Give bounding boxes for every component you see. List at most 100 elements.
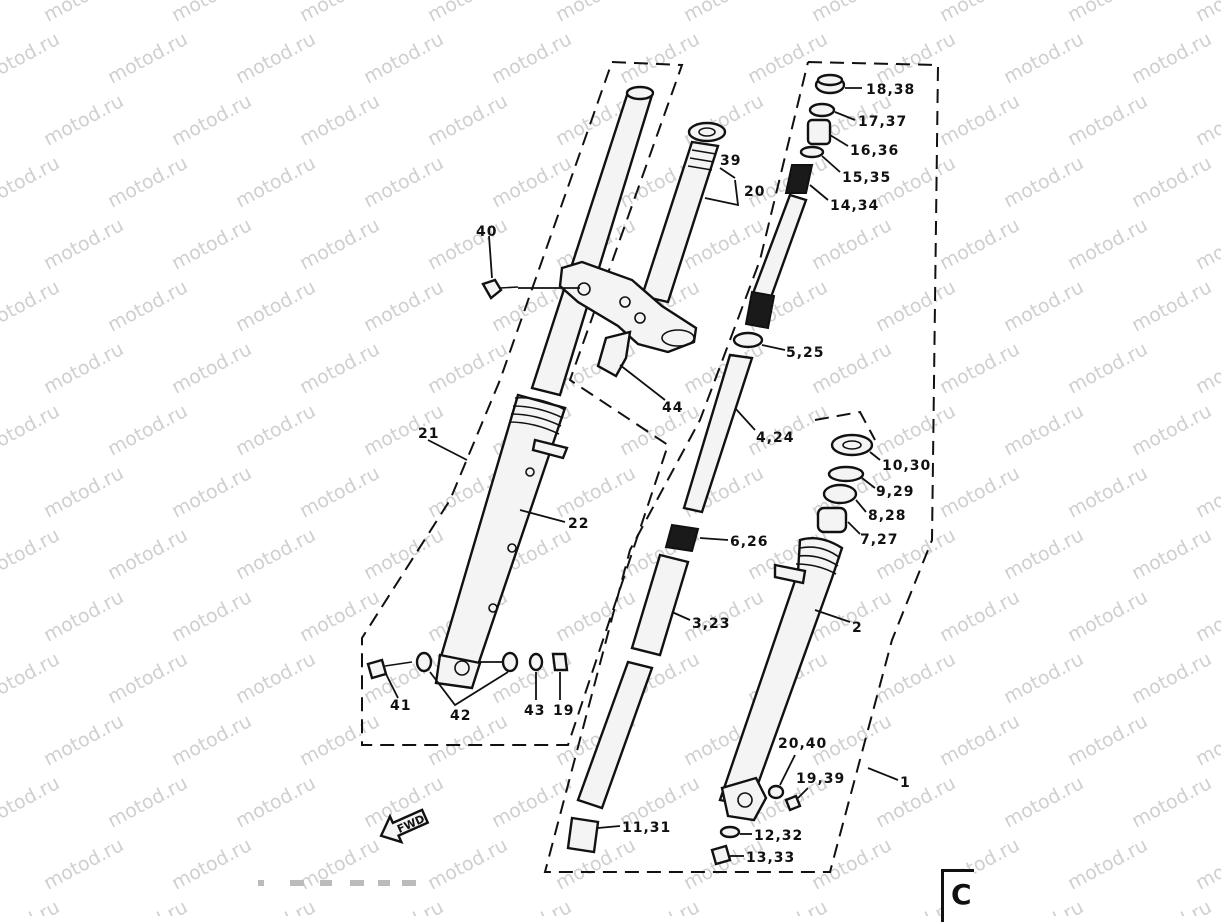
- watermark-text: motod.ru: [552, 586, 639, 646]
- label-20: 20: [744, 184, 765, 200]
- watermark-text: motod.ru: [1192, 462, 1221, 522]
- bolt-19: [784, 794, 802, 812]
- watermark-text: motod.ru: [1128, 400, 1215, 460]
- watermark-text: motod.ru: [936, 338, 1023, 398]
- watermark-text: motod.ru: [296, 710, 383, 770]
- oring-17: [808, 102, 836, 118]
- damper-rod-4: [682, 353, 754, 514]
- label-11-31: 11,31: [622, 820, 671, 836]
- label-41: 41: [390, 698, 411, 714]
- watermark-text: motod.ru: [872, 276, 959, 336]
- watermark-text: motod.ru: [872, 648, 959, 708]
- watermark-text: motod.ru: [936, 0, 1023, 26]
- watermark-text: motod.ru: [1128, 772, 1215, 832]
- watermark-text: motod.ru: [168, 834, 255, 894]
- guide-bush-7: [816, 506, 848, 534]
- watermark-text: motod.ru: [168, 338, 255, 398]
- label-4-24: 4,24: [756, 430, 795, 446]
- label-14-34: 14,34: [830, 198, 879, 214]
- watermark-text: motod.ru: [104, 648, 191, 708]
- watermark-text: motod.ru: [104, 524, 191, 584]
- cable-guide-44: [596, 330, 632, 378]
- watermark-text: motod.ru: [1064, 462, 1151, 522]
- watermark-text: motod.ru: [296, 0, 383, 26]
- nut-20: [767, 784, 785, 800]
- watermark-text: motod.ru: [168, 90, 255, 150]
- watermark-text: motod.ru: [1192, 834, 1221, 894]
- watermark-text: motod.ru: [488, 896, 575, 916]
- watermark-text: motod.ru: [744, 896, 831, 916]
- washer-12: [719, 825, 741, 839]
- steering-stem-assembly: [481, 121, 740, 401]
- watermark-text: motod.ru: [104, 772, 191, 832]
- label-39: 39: [720, 153, 741, 169]
- watermark-text: motod.ru: [40, 0, 127, 26]
- nut-19-left: [551, 652, 569, 672]
- dust-seal-10: [830, 433, 874, 457]
- label-16-36: 16,36: [850, 143, 899, 159]
- watermark-text: motod.ru: [40, 214, 127, 274]
- left-axle-boss: [434, 653, 482, 690]
- washer-42a: [415, 651, 433, 673]
- watermark-text: motod.ru: [296, 834, 383, 894]
- label-42: 42: [450, 708, 471, 724]
- left-inner-tube-cap: [625, 85, 655, 101]
- watermark-text: motod.ru: [360, 524, 447, 584]
- right-assembly-outline: [543, 61, 940, 873]
- watermark-text: motod.ru: [296, 586, 383, 646]
- watermark-text: motod.ru: [0, 648, 63, 708]
- watermark-text: motod.ru: [232, 648, 319, 708]
- watermark-text: motod.ru: [104, 28, 191, 88]
- right-fork-assembly: [710, 433, 899, 866]
- watermark-text: motod.ru: [296, 90, 383, 150]
- bolt-40: [481, 235, 580, 300]
- label-5-25: 5,25: [786, 345, 825, 361]
- label-19-left: 19: [553, 703, 574, 719]
- spring-14-top: [784, 164, 814, 194]
- left-slider-bracket: [531, 438, 569, 460]
- piston-3: [630, 553, 690, 657]
- watermark-text: motod.ru: [424, 0, 511, 26]
- caliper-mount: [773, 563, 807, 585]
- tube-section-11: [576, 660, 654, 810]
- watermark-text: motod.ru: [1000, 276, 1087, 336]
- label-22: 22: [568, 516, 589, 532]
- label-43: 43: [524, 703, 545, 719]
- label-12-32: 12,32: [754, 828, 803, 844]
- watermark-text: motod.ru: [168, 710, 255, 770]
- watermark-text: motod.ru: [424, 214, 511, 274]
- outer-tube-ribs: [795, 546, 841, 575]
- watermark-text: motod.ru: [1000, 524, 1087, 584]
- watermark-text: motod.ru: [1000, 648, 1087, 708]
- watermark-text: motod.ru: [1192, 214, 1221, 274]
- steering-stem-shaft: [640, 140, 720, 304]
- oil-seal-8: [822, 483, 858, 505]
- forward-arrow: FWD: [379, 808, 430, 844]
- watermark-text: motod.ru: [936, 710, 1023, 770]
- watermark-text: motod.ru: [232, 400, 319, 460]
- footer-marks: [258, 880, 416, 886]
- watermark-text: motod.ru: [1064, 0, 1151, 26]
- watermark-text: motod.ru: [296, 462, 383, 522]
- label-44: 44: [662, 400, 683, 416]
- watermark-text: motod.ru: [40, 338, 127, 398]
- watermark-text: motod.ru: [1128, 152, 1215, 212]
- watermark-text: motod.ru: [808, 834, 895, 894]
- watermark-text: motod.ru: [0, 276, 63, 336]
- watermark-text: motod.ru: [360, 896, 447, 916]
- watermark-text: motod.ru: [0, 152, 63, 212]
- watermark-text: motod.ru: [360, 276, 447, 336]
- watermark-text: motod.ru: [0, 524, 63, 584]
- watermark-text: motod.ru: [424, 90, 511, 150]
- watermark-text: motod.ru: [296, 214, 383, 274]
- watermark-text: motod.ru: [808, 0, 895, 26]
- drain-bolt-13: [710, 844, 732, 866]
- watermark-text: motod.ru: [1000, 400, 1087, 460]
- watermark-text: motod.ru: [0, 28, 63, 88]
- watermark-text: motod.ru: [0, 896, 63, 916]
- label-19-39: 19,39: [796, 771, 845, 787]
- washer-42b: [501, 651, 519, 673]
- watermark-text: motod.ru: [936, 586, 1023, 646]
- watermark-text: motod.ru: [1000, 772, 1087, 832]
